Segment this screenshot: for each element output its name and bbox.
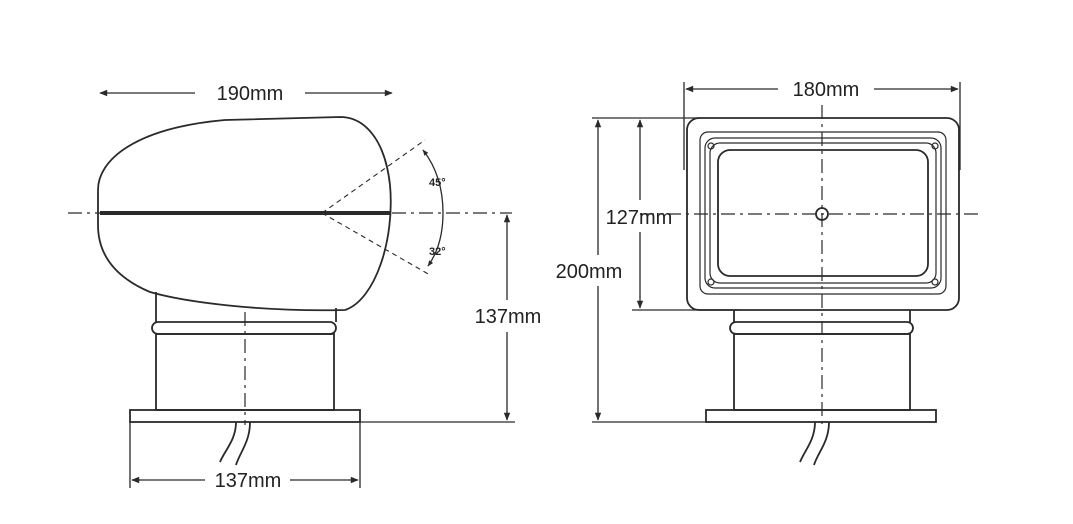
side-view: 45° 32° 190mm 137mm 137mm — [68, 83, 541, 492]
front-screw-bottom-left — [707, 278, 715, 286]
side-cable — [219, 421, 251, 466]
front-pedestal — [733, 333, 911, 411]
front-screw-top-right — [931, 142, 939, 150]
tilt-down-arc — [427, 212, 444, 267]
tilt-up-line — [321, 139, 426, 214]
front-view: 180mm 127mm 200mm — [556, 79, 980, 466]
tilt-up-label: 45° — [429, 177, 446, 189]
front-lens-frame — [704, 137, 942, 289]
front-screw-top-left — [707, 142, 715, 150]
tilt-down-line — [321, 212, 431, 276]
tilt-up-arc — [422, 149, 444, 214]
front-lens — [717, 149, 929, 277]
side-collar-ring — [151, 321, 337, 335]
side-height-label: 137mm — [475, 306, 542, 328]
front-total-height-label: 200mm — [556, 261, 623, 283]
side-width-label: 190mm — [217, 83, 284, 105]
front-cable — [799, 421, 830, 466]
front-width-label: 180mm — [793, 79, 860, 101]
front-base-plate — [705, 409, 937, 423]
front-lens-frame-inner — [709, 142, 937, 284]
side-base-label: 137mm — [215, 470, 282, 492]
side-lamp-head — [97, 116, 392, 312]
front-screw-bottom-right — [931, 278, 939, 286]
front-lamp-height-label: 127mm — [606, 207, 673, 229]
tilt-down-label: 32° — [429, 246, 446, 258]
front-housing-inner — [699, 131, 947, 295]
